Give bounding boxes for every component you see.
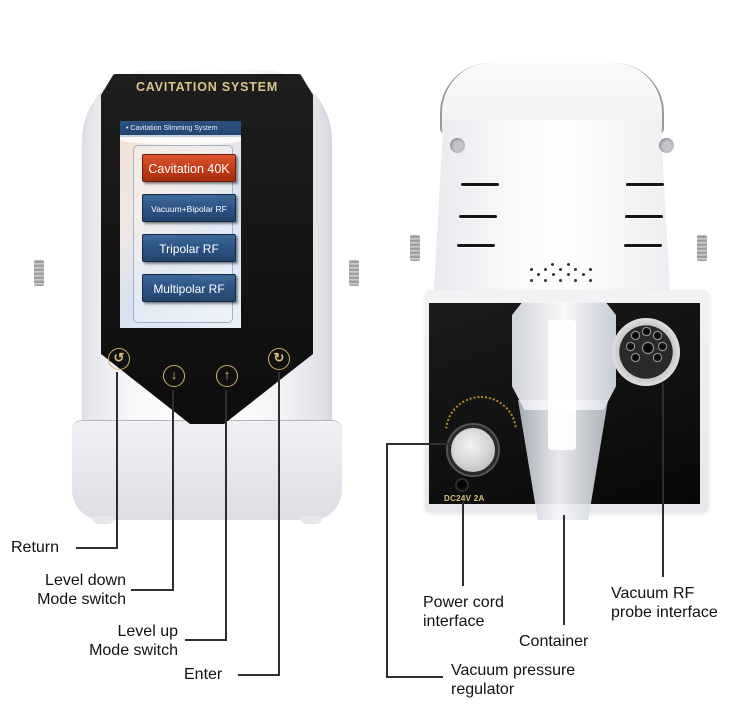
side-connector-left — [410, 235, 420, 261]
callout-vacuum-rf-probe-interface: Vacuum RF probe interface — [611, 585, 718, 621]
arrow-down-icon: ↓ — [170, 367, 178, 382]
arrow-up-icon: ↑ — [223, 367, 231, 382]
return-icon: ↺ — [113, 350, 125, 365]
callout-container: Container — [519, 633, 589, 650]
screw-hole — [450, 138, 465, 153]
brand-title: CAVITATION SYSTEM — [135, 80, 279, 94]
power-rating-label: DC24V 2A — [444, 494, 485, 503]
vent-slot — [624, 244, 662, 247]
vent-slot — [461, 183, 499, 186]
callout-enter: Enter — [184, 666, 223, 683]
vacuum-pressure-regulator-knob[interactable] — [448, 425, 498, 475]
power-cord-jack[interactable] — [455, 478, 469, 492]
side-connector-left — [34, 260, 44, 286]
enter-key[interactable]: ↻ — [268, 348, 290, 370]
enter-icon: ↻ — [273, 350, 285, 365]
callout-power-cord-interface: Power cord interface — [423, 594, 504, 630]
device-base — [72, 420, 342, 520]
level-down-key[interactable]: ↓ — [163, 365, 185, 387]
level-up-key[interactable]: ↑ — [216, 365, 238, 387]
return-key[interactable]: ↺ — [108, 348, 130, 370]
callout-level-down: Level down Mode switch — [37, 572, 126, 608]
callout-level-up: Level up Mode switch — [89, 623, 178, 659]
screen-header: • Cavitation Slimming System — [120, 121, 241, 137]
menu-button-tripolar-rf[interactable]: Tripolar RF — [142, 234, 236, 262]
vent-slot — [459, 215, 497, 218]
callout-vacuum-pressure-regulator: Vacuum pressure regulator — [451, 662, 576, 698]
menu-button-cavitation-40k[interactable]: Cavitation 40K — [142, 154, 236, 182]
callout-return: Return — [11, 539, 60, 556]
vent-slot — [457, 244, 495, 247]
screen-decoration — [120, 135, 241, 145]
device-foot — [92, 516, 114, 524]
vent-slot — [626, 183, 664, 186]
container-filter — [548, 320, 576, 450]
menu-button-vacuum-bipolar-rf[interactable]: Vacuum+Bipolar RF — [142, 194, 236, 222]
vent-slot — [625, 215, 663, 218]
device-foot — [300, 516, 322, 524]
screw-hole — [659, 138, 674, 153]
menu-button-multipolar-rf[interactable]: Multipolar RF — [142, 274, 236, 302]
side-connector-right — [349, 260, 359, 286]
side-connector-right — [697, 235, 707, 261]
device-housing — [434, 120, 670, 290]
